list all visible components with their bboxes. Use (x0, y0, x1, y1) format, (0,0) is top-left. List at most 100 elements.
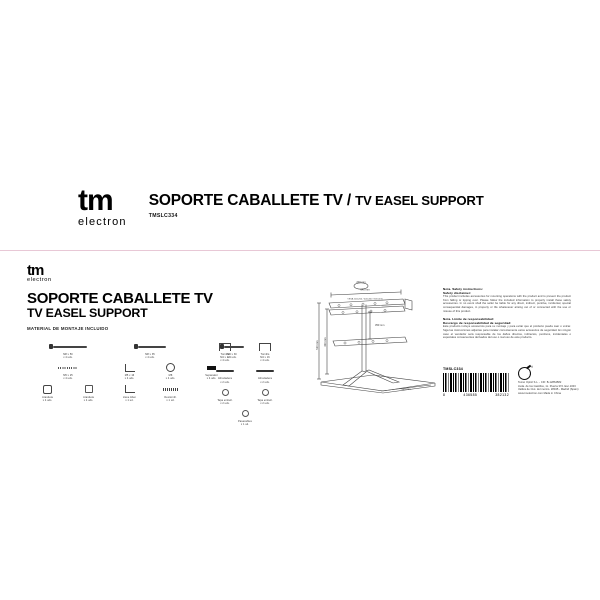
cable-clamp-icon (245, 365, 285, 376)
bracket-icon (205, 341, 245, 352)
hardware-row: Arandela x 4 uds. Arandela x 4 uds. Llav… (27, 384, 277, 402)
screw-tie-icon (27, 362, 109, 373)
barcode-digits: 8 436585 382132 (443, 393, 509, 397)
hardware-item: M5 x 25 x 4 uds. (27, 362, 109, 380)
barcode-model-number: TMSLC334 (443, 367, 463, 371)
spacer-icon (68, 384, 109, 395)
panel-title-es: SOPORTE CABALLETE TV (27, 289, 213, 307)
bolt-short-icon (191, 341, 273, 352)
hardware-row: M5 x 25 x 4 uds. M5 x 16 x 4 uds. M8 x 4… (27, 362, 277, 380)
hardware-caption: M8 x 4 uds. (165, 374, 176, 381)
hardware-item: Arandela x 4 uds. (27, 384, 68, 402)
hardware-item: M6 x 30 x 4 uds. (191, 341, 273, 359)
hardware-item: M8 x 35 x 4 uds. (109, 341, 191, 359)
hardware-item: Tapa embell. x 2 uds. (245, 387, 285, 405)
barcode-digit-mid: 436585 (463, 393, 478, 397)
hardware-item: M8 x 4 uds. (150, 362, 191, 380)
header-divider (0, 250, 600, 251)
brand-name: tm (27, 262, 44, 279)
cap-icon (205, 387, 245, 398)
hardware-item: Destornill. x 1 ud. (150, 384, 191, 402)
hardware-caption: Arandela x 4 uds. (42, 395, 53, 402)
brand-subname: electron (27, 277, 52, 283)
hardware-item: Abrazadera x 2 uds. (245, 365, 285, 384)
safety-title-en: Safety disclaimer: (443, 291, 472, 296)
company-address-line: Avda. de los Castillos, 1c. Puerta 372. … (518, 384, 576, 388)
cable-grommet-icon (225, 408, 265, 419)
hardware-row: Pasacables x 1 ud. (205, 408, 285, 426)
company-address-line: www.tmelectron.com Made in China (518, 391, 561, 395)
barcode-digit-left: 8 (443, 393, 446, 397)
product-panel: tm electron SOPORTE CABALLETE TV TV EASE… (0, 251, 600, 426)
panel-subtitle: MATERIAL DE MONTAJE INCLUIDO (27, 325, 109, 331)
hardware-row: Tornillo M4 x 12 x 4 uds. Tornillo M4 x … (205, 341, 285, 362)
safety-body: This product includes accessories for mo… (443, 295, 571, 313)
header-band: tm electron SOPORTE CABALLETE TV / TV EA… (0, 168, 600, 250)
safety-text-block: Nota. Safety instructions: Safety discla… (443, 287, 571, 344)
washer-round-icon (150, 362, 191, 373)
header-inner: tm electron SOPORTE CABALLETE TV / TV EA… (78, 186, 484, 228)
panel-left-column: tm electron SOPORTE CABALLETE TV TV EASE… (27, 263, 287, 331)
diagram-label-top: 200 mm (356, 280, 365, 284)
technical-diagram: 200 mm 640 mm VESA 200x200 / 400x400 / 6… (313, 279, 441, 397)
hardware-caption: M8 x 50 x 4 uds. (63, 353, 73, 360)
panel-title-en: TV EASEL SUPPORT (27, 305, 148, 320)
safety-title-en: Descargo de responsabilidad de seguridad… (443, 321, 512, 326)
bolt-long-icon (27, 341, 109, 352)
hardware-caption: Arandela x 4 uds. (83, 395, 94, 402)
company-address-line: Tecno Opticl S.L. - CIF: B-12864582 (518, 381, 562, 384)
header-model-number: TMSLC334 (148, 213, 178, 220)
hook-icon (109, 362, 150, 373)
hardware-caption: Pasacables x 1 ud. (238, 419, 252, 426)
safety-body: Este producto incluye accesorios para su… (443, 325, 571, 340)
diagram-label-mid: 350 mm (375, 323, 384, 327)
hardware-row: Abrazadera x 2 uds. Abrazadera x 2 uds. (205, 365, 285, 384)
hardware-item: M8 x 50 x 4 uds. (27, 341, 109, 359)
hardware-caption: Separador x 4 uds. (205, 374, 218, 381)
hardware-item: Arandela x 4 uds. (68, 384, 109, 402)
hardware-parts-grid: M8 x 50 x 4 uds. M8 x 35 x 4 uds. M6 x 3… (27, 341, 277, 405)
hardware-caption: Abrazadera x 2 uds. (218, 377, 232, 384)
hardware-item: Pasacables x 1 ud. (225, 408, 265, 426)
hardware-item: Abrazadera x 2 uds. (205, 365, 245, 384)
hardware-caption: M5 x 25 x 4 uds. (63, 374, 73, 381)
header-titles: SOPORTE CABALLETE TV / TV EASEL SUPPORT … (149, 186, 484, 219)
page-title: SOPORTE CABALLETE TV / TV EASEL SUPPORT (148, 192, 484, 209)
hardware-item: M5 x 16 x 4 uds. (109, 362, 150, 380)
allen-key-icon (109, 384, 150, 395)
safety-group: Nota. Límite de responsabilidad: Descarg… (443, 317, 571, 340)
block-icon (191, 362, 232, 373)
brand-subname: electron (78, 216, 127, 228)
page-title-es: SOPORTE CABALLETE TV (148, 192, 343, 209)
screwdriver-icon (150, 384, 191, 395)
hardware-caption: M5 x 16 x 4 uds. (124, 374, 135, 381)
hardware-caption: Tapa embell. x 2 uds. (217, 398, 233, 405)
diagram-label-height-left: 520 mm (315, 340, 319, 349)
bracket-icon (245, 341, 285, 352)
hardware-caption: M8 x 35 x 4 uds. (145, 353, 155, 360)
barcode-bars (443, 373, 509, 392)
diagram-label-vesa: VESA 200x200 / 400x400 / 600x400 (347, 298, 383, 301)
company-block: ® Tecno Opticl S.L. - CIF: B-12864582 Av… (516, 364, 584, 396)
hardware-row: M8 x 50 x 4 uds. M8 x 35 x 4 uds. M6 x 3… (27, 341, 277, 359)
company-address-line: Valdés de Ciut. del mercio. 28045 - Madr… (518, 388, 579, 392)
barcode-block: TMSLC334 8 436585 382132 (443, 367, 511, 397)
diagram-label-base: 520 mm (401, 387, 410, 391)
cap-icon (245, 387, 285, 398)
hardware-item: Separador x 4 uds. (191, 362, 232, 380)
brand-logo-panel: tm electron (27, 263, 287, 284)
hardware-item: Tapa embell. x 2 uds. (205, 387, 245, 405)
cable-clamp-icon (205, 365, 245, 376)
title-separator: / (342, 192, 356, 209)
hardware-caption: Abrazadera x 2 uds. (258, 377, 272, 384)
hardware-caption: Destornill. x 1 ud. (164, 395, 177, 402)
safety-title-es: Nota. Safety instructions: (443, 287, 484, 291)
safety-group: Nota. Safety instructions: Safety discla… (443, 287, 571, 313)
washer-square-icon (27, 384, 68, 395)
hardware-caption: Llave Allen x 1 ud. (122, 395, 137, 402)
hardware-item: Llave Allen x 1 ud. (109, 384, 150, 402)
diagram-label-height-right: 430 mm (323, 337, 327, 346)
bolt-med-icon (109, 341, 191, 352)
brand-logo-header: tm electron (78, 186, 127, 228)
